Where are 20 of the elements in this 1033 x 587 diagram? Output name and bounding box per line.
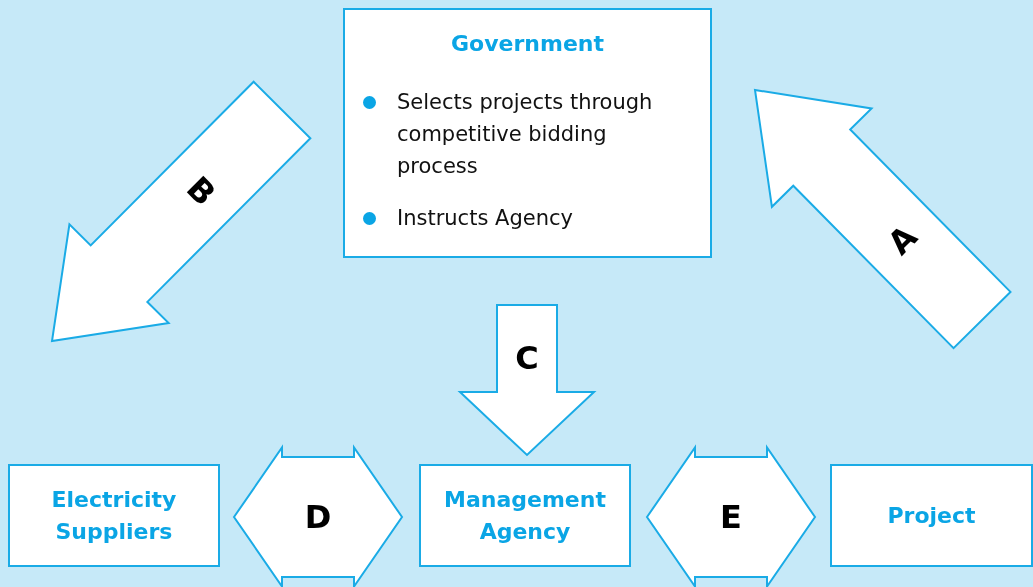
- edge-label: A: [881, 218, 924, 261]
- box-title: Government: [450, 30, 605, 58]
- box-title: Electricity Suppliers: [50, 485, 178, 546]
- block-arrow: [457, 304, 597, 457]
- block-arrow: [50, 80, 312, 343]
- bullet-text: Selects projects through competitive bidding process: [397, 89, 654, 180]
- block-arrow: [753, 88, 1012, 350]
- box-title: Project: [886, 501, 977, 530]
- text-box: [419, 464, 631, 567]
- block-arrow: [232, 444, 404, 587]
- text-box: [830, 464, 1033, 567]
- text-box: [343, 8, 712, 258]
- bullet-text: Instructs Agency: [397, 205, 574, 232]
- box-title: Management Agency: [443, 485, 607, 546]
- edge-label: D: [304, 499, 332, 535]
- edge-label: E: [720, 499, 742, 535]
- edge-label: C: [515, 339, 539, 376]
- block-arrow: [645, 444, 817, 587]
- edge-label: B: [180, 169, 223, 213]
- text-box: [8, 464, 220, 567]
